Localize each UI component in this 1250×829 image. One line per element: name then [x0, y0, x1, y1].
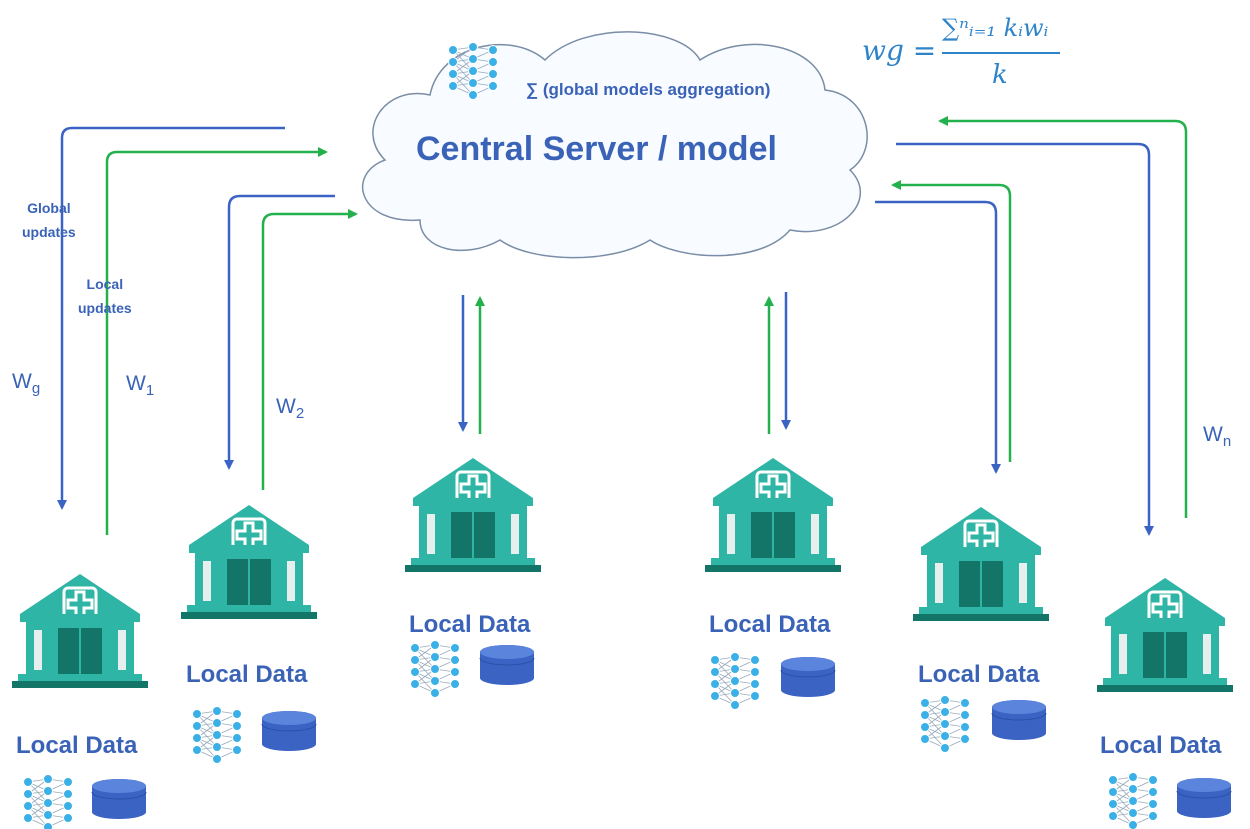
database-icon [1176, 777, 1232, 819]
server-title: Central Server / model [416, 130, 777, 168]
neural-network-icon [410, 640, 460, 698]
weight-label-w2: W2 [276, 395, 305, 423]
database-icon [991, 699, 1047, 741]
neural-network-icon [192, 706, 242, 764]
formula-denominator: k [992, 60, 1008, 90]
neural-network-icon [23, 774, 73, 829]
neural-network-icon [710, 652, 760, 710]
local-data-label: Local Data [409, 611, 531, 638]
neural-network-icon [1108, 772, 1158, 829]
database-icon [780, 656, 836, 698]
local-data-label: Local Data [709, 611, 831, 638]
database-icon [479, 644, 535, 686]
hospital-icon [703, 456, 843, 574]
hospital-icon [10, 572, 150, 690]
hospital-icon [1095, 576, 1235, 694]
weight-label-wn: Wn [1203, 423, 1232, 451]
local-data-label: Local Data [186, 661, 308, 688]
formula-fraction-bar [942, 52, 1060, 54]
formula-lhs: wg = [862, 34, 937, 67]
database-icon [261, 710, 317, 752]
hospital-icon [911, 505, 1051, 623]
database-icon [91, 778, 147, 820]
hospital-icon [403, 456, 543, 574]
aggregation-label: ∑ (global models aggregation) [526, 80, 771, 99]
local-data-label: Local Data [1100, 732, 1222, 759]
global-updates-label: Global updates [22, 200, 76, 240]
neural-network-icon [920, 695, 970, 753]
weight-label-w1: W1 [126, 372, 155, 400]
weight-label-wg: Wg [12, 370, 41, 398]
local-data-label: Local Data [16, 732, 138, 759]
formula-numerator: ∑ⁿᵢ₌₁ kᵢwᵢ [942, 14, 1049, 42]
hospital-icon [179, 503, 319, 621]
local-data-label: Local Data [918, 661, 1040, 688]
local-updates-label: Local updates [78, 276, 132, 316]
